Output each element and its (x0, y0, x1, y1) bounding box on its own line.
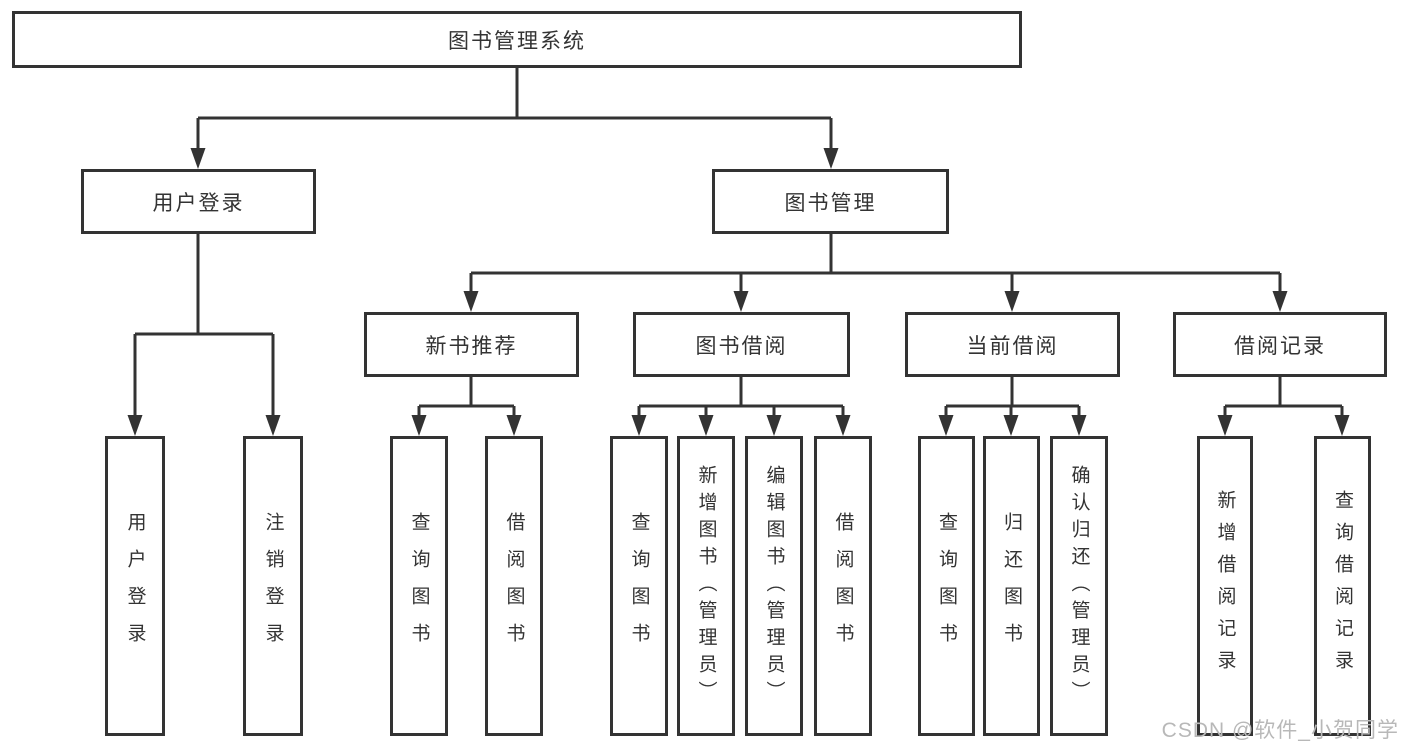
node-label: 图书管理 (784, 191, 877, 215)
leaf-query-books-current: 查询图书 (918, 436, 975, 736)
leaf-label: 查询图书 (408, 512, 430, 660)
leaf-label: 借阅图书 (832, 512, 854, 660)
leaf-borrow-books-recommend: 借阅图书 (485, 436, 543, 736)
leaf-query-books-recommend: 查询图书 (390, 436, 448, 736)
leaf-label: 确认归还（管理员） (1068, 464, 1090, 708)
leaf-label: 用户登录 (124, 512, 146, 660)
leaf-label: 新增借阅记录 (1214, 490, 1236, 682)
leaf-add-borrow-record: 新增借阅记录 (1197, 436, 1253, 736)
leaf-add-books-admin: 新增图书（管理员） (677, 436, 735, 736)
node-book-management: 图书管理 (712, 169, 949, 234)
leaf-label: 归还图书 (1001, 512, 1022, 660)
leaf-return-books: 归还图书 (983, 436, 1040, 736)
node-label: 新书推荐 (425, 334, 518, 358)
node-borrow-records: 借阅记录 (1173, 312, 1387, 377)
leaf-confirm-return-admin: 确认归还（管理员） (1050, 436, 1108, 736)
leaf-label: 新增图书（管理员） (695, 464, 717, 708)
node-label: 当前借阅 (966, 334, 1059, 358)
leaf-edit-books-admin: 编辑图书（管理员） (745, 436, 803, 736)
node-user-login: 用户登录 (81, 169, 316, 234)
leaf-label: 编辑图书（管理员） (763, 464, 785, 708)
leaf-logout: 注销登录 (243, 436, 303, 736)
node-label: 图书借阅 (695, 334, 788, 358)
csdn-watermark: CSDN @软件_小贺同学 (1161, 719, 1399, 742)
node-label: 用户登录 (152, 191, 245, 215)
leaf-borrow-books: 借阅图书 (814, 436, 872, 736)
leaf-user-login: 用户登录 (105, 436, 165, 736)
node-label: 借阅记录 (1234, 334, 1326, 358)
leaf-label: 借阅图书 (503, 512, 525, 660)
leaf-label: 查询图书 (936, 512, 957, 660)
node-new-book-recommend: 新书推荐 (364, 312, 579, 377)
node-current-borrow: 当前借阅 (905, 312, 1120, 377)
node-book-borrow: 图书借阅 (633, 312, 850, 377)
leaf-label: 查询借阅记录 (1332, 490, 1353, 682)
leaf-query-books-borrow: 查询图书 (610, 436, 668, 736)
leaf-label: 查询图书 (628, 512, 650, 660)
leaf-label: 注销登录 (262, 512, 284, 660)
leaf-query-borrow-record: 查询借阅记录 (1314, 436, 1371, 736)
node-label: 图书管理系统 (448, 29, 586, 53)
node-library-management-system: 图书管理系统 (12, 11, 1022, 68)
